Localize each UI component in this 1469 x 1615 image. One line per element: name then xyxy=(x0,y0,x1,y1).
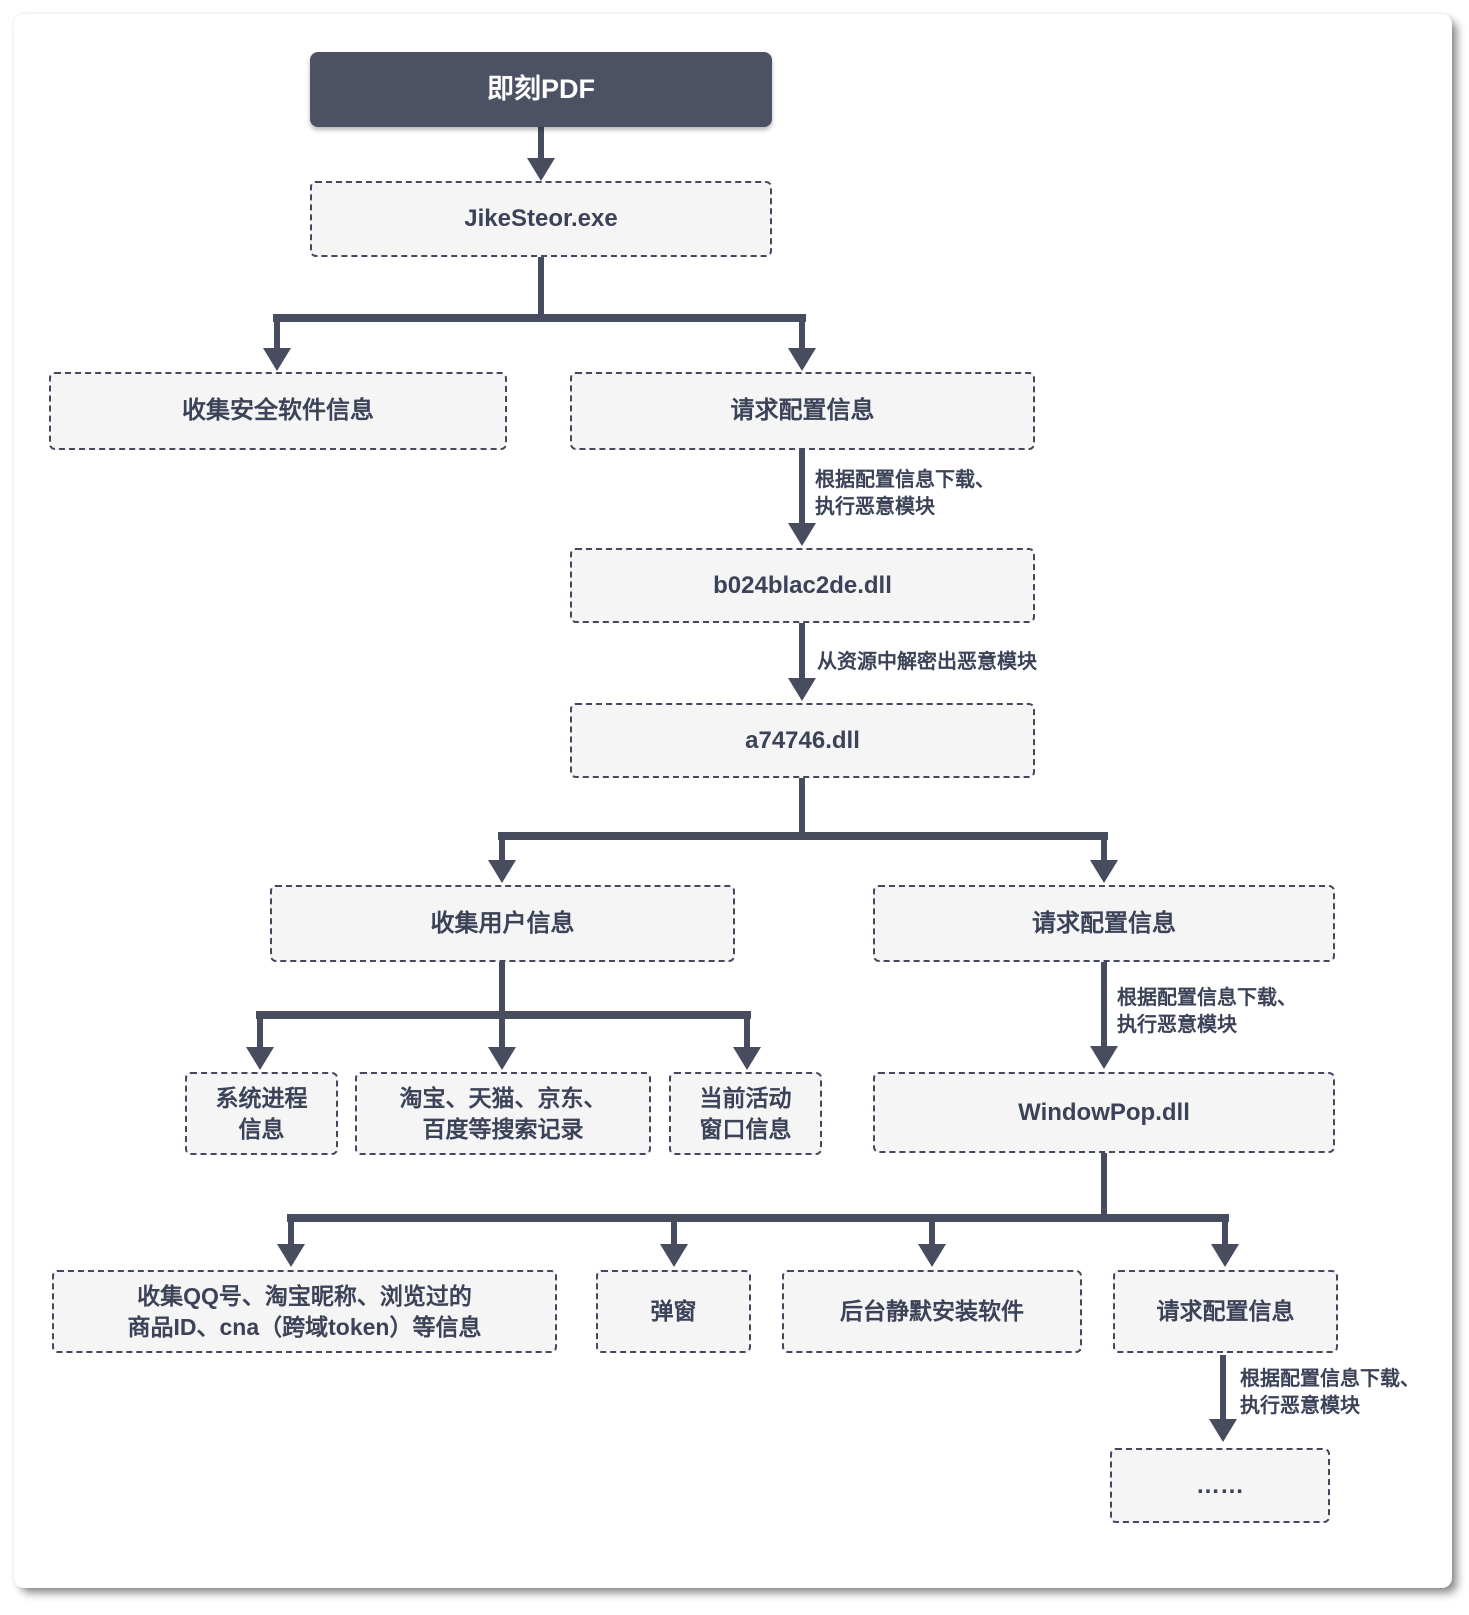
edge-label-download-exec-1: 根据配置信息下载、 执行恶意模块 xyxy=(815,467,995,521)
node-windowpop-dll: WindowPop.dll xyxy=(873,1072,1335,1153)
node-ellipsis-label: …… xyxy=(1196,1471,1244,1499)
node-silent-install-label: 后台静默安装软件 xyxy=(840,1298,1024,1325)
node-active-window-info-line2: 窗口信息 xyxy=(699,1115,792,1142)
node-jikesteor-exe: JikeSteor.exe xyxy=(310,181,772,257)
node-popup-label: 弹窗 xyxy=(650,1298,697,1325)
node-jike-pdf-label: 即刻PDF xyxy=(487,73,595,104)
edge-label-line: 执行恶意模块 xyxy=(1117,1014,1237,1036)
node-collect-user-info: 收集用户信息 xyxy=(270,885,735,962)
node-system-process-info: 系统进程 信息 xyxy=(185,1072,338,1155)
node-collect-security-info: 收集安全软件信息 xyxy=(49,372,507,450)
node-b024blac2de-dll-label: b024blac2de.dll xyxy=(713,571,892,599)
edge-label-download-exec-3: 根据配置信息下载、 执行恶意模块 xyxy=(1240,1366,1420,1420)
node-system-process-info-line1: 系统进程 xyxy=(215,1085,308,1112)
node-system-process-info-line2: 信息 xyxy=(238,1115,285,1142)
node-request-config-1-label: 请求配置信息 xyxy=(730,397,875,425)
node-request-config-3-label: 请求配置信息 xyxy=(1156,1298,1295,1325)
node-search-records-line1: 淘宝、天猫、京东、 xyxy=(399,1085,607,1112)
node-a74746-dll: a74746.dll xyxy=(570,703,1035,778)
edge-label-download-exec-2: 根据配置信息下载、 执行恶意模块 xyxy=(1117,985,1297,1039)
node-search-records: 淘宝、天猫、京东、 百度等搜索记录 xyxy=(355,1072,651,1155)
node-ellipsis: …… xyxy=(1110,1448,1330,1523)
node-active-window-info-line1: 当前活动 xyxy=(699,1085,792,1112)
edge-label-line: 根据配置信息下载、 xyxy=(815,469,995,491)
edge-label-line: 执行恶意模块 xyxy=(815,496,935,518)
edge-label-line: 根据配置信息下载、 xyxy=(1240,1368,1420,1390)
node-windowpop-dll-label: WindowPop.dll xyxy=(1018,1098,1190,1126)
node-active-window-info: 当前活动 窗口信息 xyxy=(669,1072,822,1155)
edge-label-line: 执行恶意模块 xyxy=(1240,1395,1360,1417)
node-a74746-dll-label: a74746.dll xyxy=(745,726,860,754)
node-collect-qq-taobao-info: 收集QQ号、淘宝昵称、浏览过的 商品ID、cna（跨域token）等信息 xyxy=(52,1270,557,1353)
node-jikesteor-exe-label: JikeSteor.exe xyxy=(464,205,618,233)
node-collect-qq-taobao-info-line2: 商品ID、cna（跨域token）等信息 xyxy=(127,1313,482,1340)
edge-label-decrypt-module: 从资源中解密出恶意模块 xyxy=(817,649,1037,676)
edge-label-line: 根据配置信息下载、 xyxy=(1117,987,1297,1009)
node-jike-pdf: 即刻PDF xyxy=(310,52,772,127)
node-popup: 弹窗 xyxy=(596,1270,751,1353)
node-request-config-2-label: 请求配置信息 xyxy=(1032,909,1176,937)
node-collect-user-info-label: 收集用户信息 xyxy=(430,909,575,937)
node-request-config-2: 请求配置信息 xyxy=(873,885,1335,962)
edge-label-line: 从资源中解密出恶意模块 xyxy=(817,651,1037,673)
node-request-config-1: 请求配置信息 xyxy=(570,372,1035,450)
node-search-records-line2: 百度等搜索记录 xyxy=(422,1115,584,1142)
node-request-config-3: 请求配置信息 xyxy=(1113,1270,1338,1353)
node-collect-qq-taobao-info-line1: 收集QQ号、淘宝昵称、浏览过的 xyxy=(137,1283,472,1310)
node-b024blac2de-dll: b024blac2de.dll xyxy=(570,548,1035,623)
node-silent-install: 后台静默安装软件 xyxy=(782,1270,1082,1353)
node-collect-security-info-label: 收集安全软件信息 xyxy=(182,397,374,425)
